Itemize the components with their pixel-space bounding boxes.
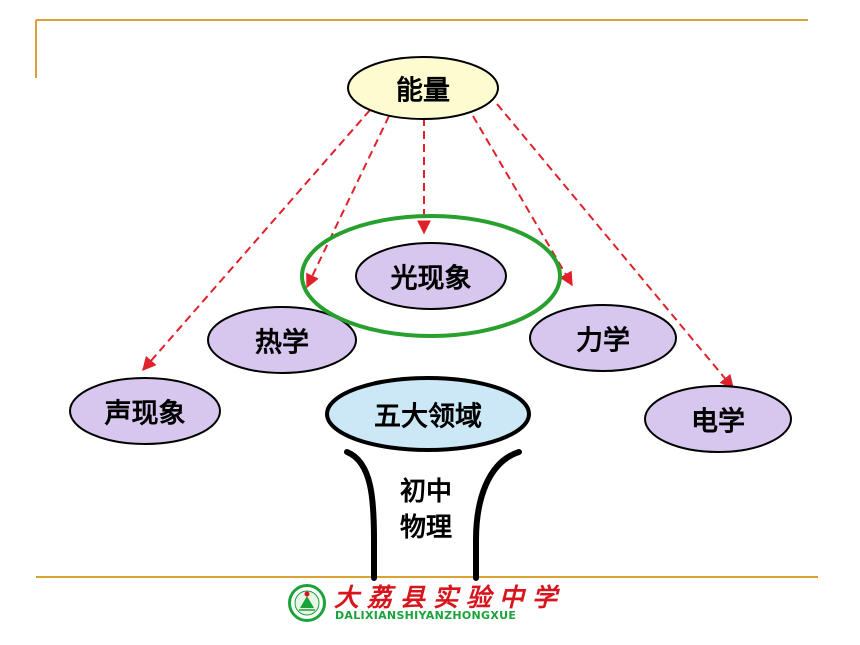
energy-node [347,56,499,120]
junior-physics-label: 初中 物理 [391,474,461,546]
five-domains-node [325,376,531,452]
heat-node [207,306,357,374]
electricity-label: 电学 [691,406,745,438]
sound-node [69,377,221,445]
school-pinyin: DALIXIANSHIYANZHONGXUE [335,609,517,622]
energy-arrows [142,103,734,390]
arrow-to-sound [142,109,371,372]
five-domains-label: 五大领域 [374,401,482,433]
optics-node [355,242,507,310]
sound-label: 声现象 [104,398,186,430]
school-name: 大荔县实验中学 [334,583,566,612]
optics-highlight-ring [300,214,562,338]
optics-label: 光现象 [390,263,472,295]
mechanics-label: 力学 [576,325,630,357]
heat-label: 热学 [255,327,309,359]
stem-line-1: 初中 [399,477,452,507]
stem-line-2: 物理 [399,513,452,543]
base-stem [344,449,522,581]
electricity-node [644,385,792,453]
arrow-to-heat [306,115,390,289]
school-emblem-icon [288,584,326,622]
slide-frame [35,19,818,578]
arrow-to-electricity [496,103,734,390]
energy-label: 能量 [396,75,450,107]
school-footer: 大荔县实验中学 DALIXIANSHIYANZHONGXUE [288,582,588,628]
mechanics-node [529,304,677,372]
